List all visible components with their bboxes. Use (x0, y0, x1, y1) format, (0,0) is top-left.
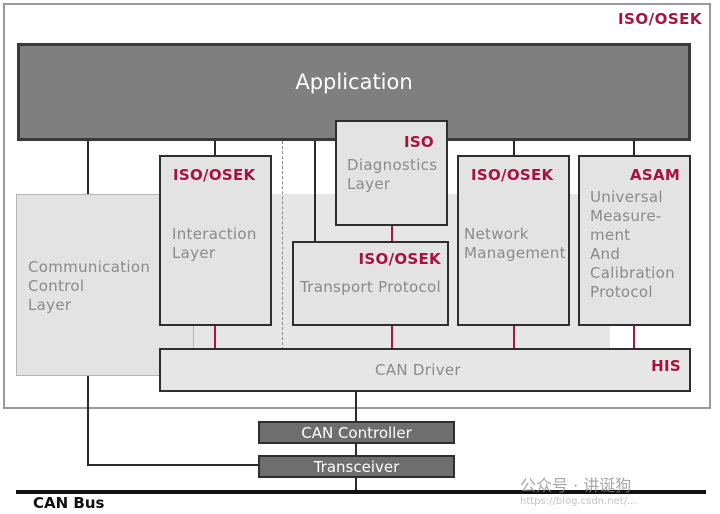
connector-app-transport (314, 141, 316, 243)
application-label: Application (295, 70, 413, 94)
transport-standard-tag: ISO/OSEK (358, 250, 441, 268)
dashed-separator (282, 141, 283, 350)
calibration-label-2: Measure- (590, 207, 662, 225)
connector-app-calibration (633, 141, 635, 157)
watermark: 公众号 · 讲诞狗 https://blog.csdn.net/... (520, 472, 710, 512)
interaction-label-1: Interaction (172, 225, 257, 243)
calibration-label-4: And (590, 245, 621, 263)
watermark-line-2: https://blog.csdn.net/... (520, 496, 637, 507)
connector-comm-transceiver-h (87, 464, 259, 466)
can-controller-label: CAN Controller (301, 423, 412, 442)
connector-app-comm (87, 141, 89, 194)
link-diagnostics-transport (391, 226, 393, 243)
connector-comm-transceiver (87, 376, 89, 466)
can-driver-label: CAN Driver (375, 361, 461, 379)
watermark-line-1: 公众号 · 讲诞狗 (520, 476, 632, 495)
interaction-label-2: Layer (172, 244, 216, 262)
link-calibration-driver (633, 326, 635, 349)
network-management-layer: ISO/OSEK Network Management (457, 155, 570, 326)
can-controller: CAN Controller (258, 421, 455, 444)
connector-app-network (513, 141, 515, 157)
interaction-layer: ISO/OSEK Interaction Layer (159, 155, 272, 326)
link-interaction-driver (214, 326, 216, 349)
connector-controller-transceiver (355, 443, 357, 456)
interaction-standard-tag: ISO/OSEK (173, 166, 256, 184)
calibration-label-5: Calibration (590, 264, 675, 282)
communication-control-label-3: Layer (28, 296, 72, 314)
communication-control-label-1: Communication (28, 258, 151, 276)
can-driver-layer: CAN Driver HIS (159, 348, 691, 392)
connector-driver-controller (355, 392, 357, 422)
transport-protocol-layer: ISO/OSEK Transport Protocol (292, 241, 449, 326)
link-network-driver (513, 326, 515, 349)
network-label-1: Network (464, 225, 529, 243)
can-bus-line (16, 490, 706, 494)
frame-standard-tag: ISO/OSEK (617, 10, 702, 28)
calibration-standard-tag: ASAM (630, 166, 681, 184)
link-transport-driver (391, 326, 393, 349)
diagnostics-standard-tag: ISO (403, 133, 434, 151)
transport-label: Transport Protocol (300, 278, 442, 296)
transceiver-label: Transceiver (313, 457, 400, 476)
application-layer: Application (17, 43, 691, 141)
connector-transceiver-bus (355, 477, 357, 491)
transceiver: Transceiver (258, 455, 455, 478)
diagnostics-label-2: Layer (347, 175, 391, 193)
calibration-label-1: Universal (590, 188, 663, 206)
network-standard-tag: ISO/OSEK (471, 166, 554, 184)
driver-standard-tag: HIS (651, 357, 681, 375)
calibration-label-6: Protocol (590, 283, 653, 301)
network-label-2: Management (464, 244, 566, 262)
diagnostics-layer: ISO Diagnostics Layer (335, 120, 448, 226)
communication-control-label-2: Control (28, 277, 85, 295)
calibration-protocol-layer: ASAM Universal Measure- ment And Calibra… (578, 155, 691, 326)
connector-app-interaction (214, 141, 216, 157)
diagnostics-label-1: Diagnostics (347, 156, 438, 174)
can-bus-label: CAN Bus (33, 494, 105, 512)
calibration-label-3: ment (590, 226, 631, 244)
